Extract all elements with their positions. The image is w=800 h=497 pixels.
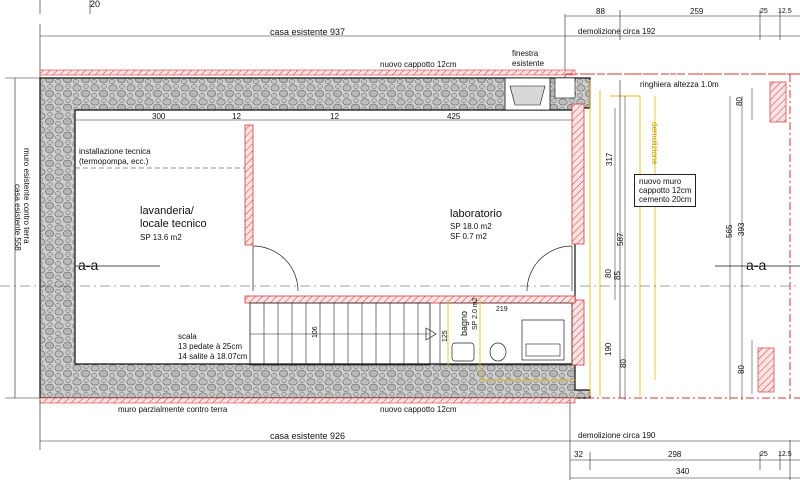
dim-20-top: 20 <box>90 0 101 9</box>
casa-esistente-top: casa esistente 937 <box>270 27 346 37</box>
laboratorio-sf: SF 0.7 m2 <box>450 232 487 241</box>
scala-pedate: 13 pedate à 25cm <box>178 342 243 351</box>
dim-85: 85 <box>613 271 622 280</box>
dim-190: 190 <box>604 342 613 356</box>
demolizione-bottom: demolizione circa 190 <box>578 431 656 440</box>
dim-587: 587 <box>616 232 625 246</box>
laboratorio-sp: SP 18.0 m2 <box>450 222 492 231</box>
dim-25-top: 25 <box>760 8 768 15</box>
dim-80-a: 80 <box>604 269 613 278</box>
nuovo-cappotto-top: nuovo cappotto 12cm <box>380 60 457 69</box>
casa-esistente-bottom: casa esistente 926 <box>270 431 346 441</box>
dim-80-c: 80 <box>735 97 744 106</box>
demolizione-top: demolizione circa 192 <box>578 27 656 36</box>
section-a-a-right: a-a <box>746 257 767 273</box>
muro-parzialmente-label: muro parzialmente contro terra <box>118 405 228 414</box>
dim-106: 106 <box>312 326 319 338</box>
dim-12-b: 12 <box>330 112 339 121</box>
finestra-label: finestra <box>512 49 539 58</box>
yellow-lines <box>447 80 656 396</box>
dim-259: 259 <box>690 7 704 16</box>
demolizione-vertical: demolizione <box>650 122 659 165</box>
termopompa-label: (termopompa, ecc.) <box>79 157 149 166</box>
muro-esistente-label: muro esistente contro terra <box>22 148 31 244</box>
laboratorio-label: laboratorio <box>450 208 502 220</box>
lavanderia-sp: SP 13.6 m2 <box>140 233 182 242</box>
dim-80-b: 80 <box>619 359 628 368</box>
dim-125: 125 <box>442 330 449 342</box>
dim-340: 340 <box>676 467 690 476</box>
dim-317: 317 <box>605 152 614 166</box>
ringhiera-label: ringhiera altezza 1.0m <box>640 80 719 89</box>
bagno-sp: SP 2.0 m2 <box>472 297 479 330</box>
dim-565: 565 <box>725 224 734 238</box>
casa-esistente-left: casa esistente 558 <box>13 184 22 251</box>
scala-salite: 14 salite à 18.07cm <box>178 352 248 361</box>
dim-80-d: 80 <box>737 365 746 374</box>
dim-425: 425 <box>447 112 461 121</box>
nuovo-cappotto-bottom: nuovo cappotto 12cm <box>380 405 457 414</box>
lavanderia-label-1: lavanderia/ <box>140 205 194 217</box>
nuovo-muro-line-3: cemento 20cm <box>639 195 692 204</box>
dim-298: 298 <box>668 450 682 459</box>
bagno-label: bagno <box>459 310 469 336</box>
dim-300: 300 <box>152 112 166 121</box>
dim-88: 88 <box>596 7 605 16</box>
dim-12-5-top: 12.5 <box>778 8 792 15</box>
stairs <box>249 302 437 366</box>
dim-219: 219 <box>496 306 508 313</box>
dim-12-5-bottom: 12.5 <box>778 451 792 458</box>
scala-label: scala <box>178 332 197 341</box>
nuovo-muro-line-2: cappotto 12cm <box>639 186 692 195</box>
nuovo-muro-line-1: nuovo muro <box>639 177 682 186</box>
dim-393: 393 <box>737 222 746 236</box>
stone-wall <box>39 77 591 399</box>
dim-12-a: 12 <box>232 112 241 121</box>
section-a-a-left: a-a <box>78 257 99 273</box>
dim-32: 32 <box>574 450 583 459</box>
lavanderia-label-2: locale tecnico <box>140 218 207 230</box>
installazione-label: installazione tecnica <box>79 147 151 156</box>
nuovo-muro-note: nuovo muro cappotto 12cm cemento 20cm <box>634 174 697 207</box>
esistente-label: esistente <box>512 59 545 68</box>
dim-25-bottom: 25 <box>760 451 768 458</box>
